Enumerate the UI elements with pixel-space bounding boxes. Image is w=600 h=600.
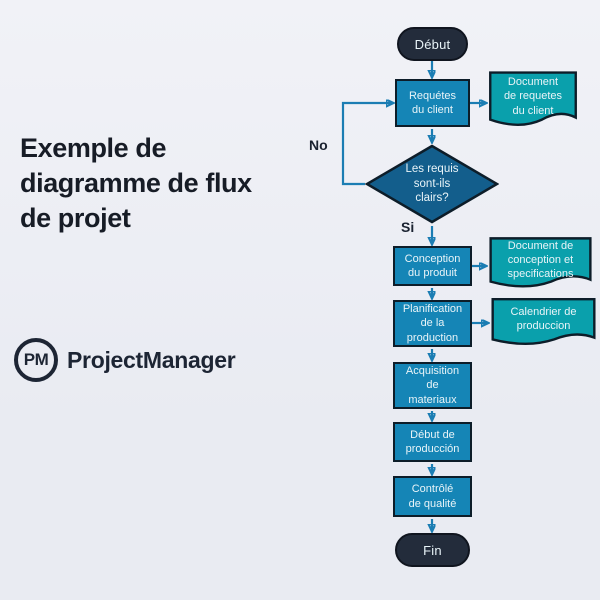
- node-process-materials-acquisition: Acquisition de materiaux: [393, 362, 472, 409]
- node-end: Fin: [395, 533, 470, 567]
- node-process-production-planning: Planification de la production: [393, 300, 472, 347]
- node-start: Début: [397, 27, 468, 61]
- node-process-quality-control: Contrôlé de qualité: [393, 476, 472, 517]
- node-process-client-requests: Requétes du client: [395, 79, 470, 127]
- edge-label-no: No: [309, 137, 328, 153]
- decision-diamond-icon: [365, 144, 499, 224]
- document-shape-icon: [488, 236, 593, 293]
- brand-name: ProjectManager: [67, 346, 236, 373]
- pm-monogram-text: PM: [23, 350, 49, 369]
- document-shape-icon: [490, 297, 597, 350]
- decision-label: Les requis sont-ils clairs?: [405, 163, 459, 205]
- document-label: Calendrier de produccion: [510, 305, 577, 332]
- node-decision-requirements-clear: Les requis sont-ils clairs?: [365, 144, 499, 224]
- node-document-client-requests: Document de requetes du client: [488, 70, 578, 132]
- node-document-design-specs: Document de conception et specifications: [488, 236, 593, 293]
- document-label: Document de requetes du client: [503, 76, 563, 117]
- document-label: Document de conception et specifications: [507, 239, 574, 281]
- page-title: Exemple de diagramme de flux de projet: [20, 133, 252, 234]
- edge-label-si: Si: [401, 219, 415, 235]
- pm-monogram-icon: PM: [14, 338, 58, 382]
- node-document-production-schedule: Calendrier de produccion: [490, 297, 597, 350]
- node-process-production-start: Début de producción: [393, 422, 472, 462]
- brand-logo: PM ProjectManager: [14, 338, 236, 382]
- node-process-product-design: Conception du produit: [393, 246, 472, 286]
- document-shape-icon: [488, 70, 578, 132]
